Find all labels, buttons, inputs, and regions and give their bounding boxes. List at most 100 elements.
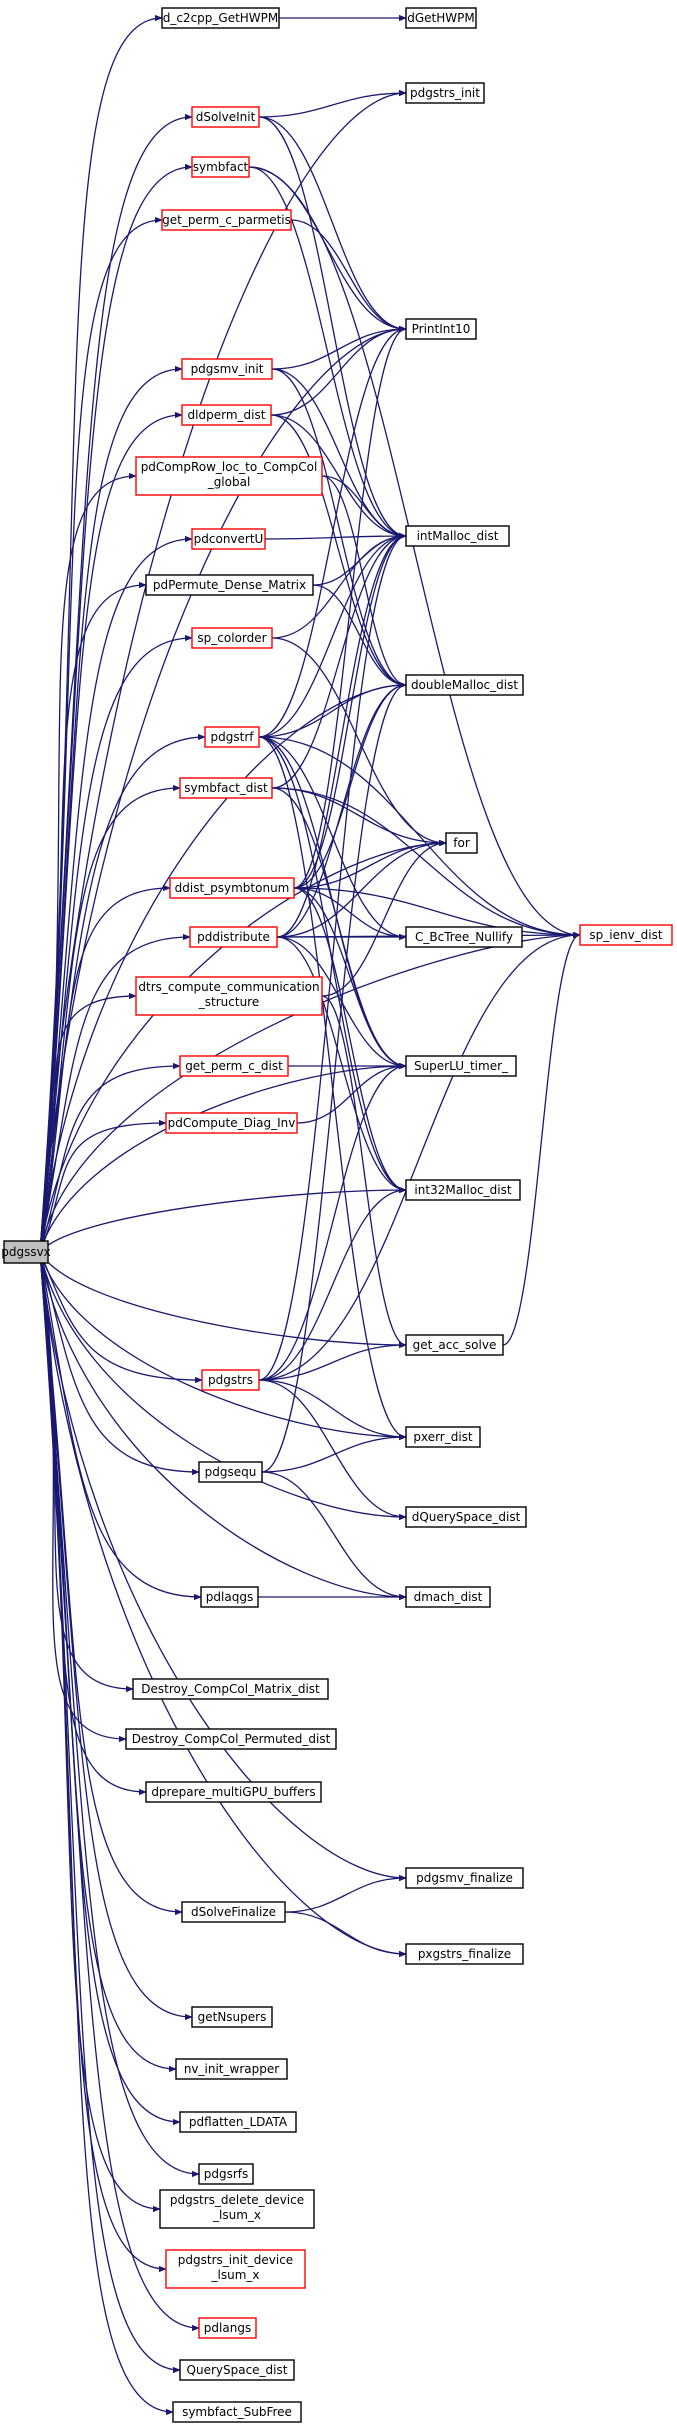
edge-pdgssvx-to-int32malloc-dist <box>39 1186 407 1253</box>
node-box <box>135 976 323 1016</box>
edge-line <box>39 1251 203 1384</box>
node-box <box>169 877 295 899</box>
node-label: pdgstrs_init_device <box>178 2253 293 2267</box>
node-superlu-timer-[interactable]: SuperLU_timer_ <box>405 1055 517 1077</box>
node-intmalloc-dist[interactable]: intMalloc_dist <box>405 525 510 547</box>
node-doublemalloc-dist[interactable]: doubleMalloc_dist <box>405 674 524 696</box>
node-pdgstrs-delete-device-lsum-x[interactable]: pdgstrs_delete_device_lsum_x <box>159 2189 315 2229</box>
node-destroy-compcol-matrix-dist[interactable]: Destroy_CompCol_Matrix_dist <box>132 1678 329 1700</box>
node-label: C_BcTree_Nullify <box>415 930 513 944</box>
node-label: pdgsmv_init <box>191 362 264 376</box>
node-getnsupers[interactable]: getNsupers <box>191 2006 273 2028</box>
node-label: get_acc_solve <box>413 1338 497 1352</box>
node-pdgstrf[interactable]: pdgstrf <box>204 726 260 748</box>
edge-line <box>296 1062 407 1124</box>
node-pdflatten-ldata[interactable]: pdflatten_LDATA <box>179 2111 297 2133</box>
edge-ddist-psymbtonum-to-for <box>293 839 447 889</box>
node-dsolvefinalize[interactable]: dSolveFinalize <box>181 1901 286 1923</box>
edge-symbfact-dist-to-intmalloc-dist <box>271 532 407 789</box>
node-dprepare-multigpu-buffers[interactable]: dprepare_multiGPU_buffers <box>145 1781 322 1803</box>
edge-line <box>39 933 191 1253</box>
edge-pdgssvx-to-queryspace-dist <box>39 1251 181 2374</box>
edge-line <box>270 325 407 416</box>
node-box <box>191 156 250 178</box>
node-box <box>405 82 485 104</box>
node-pdlangs[interactable]: pdlangs <box>198 2317 257 2339</box>
node-label: pdgstrs_init <box>410 86 480 100</box>
edge-line <box>39 365 183 1253</box>
edge-pddistribute-to-intmalloc-dist <box>276 532 407 938</box>
node-dtrs-compute-communication-structure[interactable]: dtrs_compute_communication_structure <box>135 976 323 1016</box>
node-symbfact[interactable]: symbfact <box>191 156 250 178</box>
node-dldperm-dist[interactable]: dldperm_dist <box>181 404 272 426</box>
node-pdgsmv-finalize[interactable]: pdgsmv_finalize <box>405 1867 524 1889</box>
node-int32malloc-dist[interactable]: int32Malloc_dist <box>405 1179 521 1201</box>
node-box <box>191 2006 273 2028</box>
edge-line <box>39 581 147 1253</box>
node-pdlaqgs[interactable]: pdlaqgs <box>200 1586 259 1608</box>
node-box <box>191 106 260 128</box>
node-pdconvertu[interactable]: pdconvertU <box>191 528 266 550</box>
edge-dtrs-compute-communication-structure-to-for <box>321 839 447 997</box>
node-label: dQuerySpace_dist <box>412 1510 521 1524</box>
node-box <box>145 574 314 596</box>
node-label: dldperm_dist <box>188 408 266 422</box>
node-symbfact-subfree[interactable]: symbfact_SubFree <box>172 2401 302 2423</box>
node-get-acc-solve[interactable]: get_acc_solve <box>405 1334 504 1356</box>
node-pdgsmv-init[interactable]: pdgsmv_init <box>181 358 273 380</box>
edge-line <box>39 839 447 1253</box>
edge-pdgssvx-to-d-c2cpp-gethwpm <box>39 14 163 1253</box>
node-sp-colorder[interactable]: sp_colorder <box>191 627 273 649</box>
edge-pdgssvx-to-pdcomprow-loc-to-compcol-global <box>39 472 137 1253</box>
node-pdgstrs-init[interactable]: pdgstrs_init <box>405 82 485 104</box>
edge-line <box>321 839 447 997</box>
node-dmach-dist[interactable]: dmach_dist <box>405 1586 491 1608</box>
edge-pdgssvx-to-pdpermute-dense-matrix <box>39 581 147 1253</box>
edge-line <box>312 584 407 689</box>
node-pddistribute[interactable]: pddistribute <box>189 926 278 948</box>
node-pdcomprow-loc-to-compcol-global[interactable]: pdCompRow_loc_to_CompCol_global <box>135 456 323 496</box>
node-dsolveinit[interactable]: dSolveInit <box>191 106 260 128</box>
edge-pdgssvx-to-dsolvefinalize <box>39 1251 183 1916</box>
node-box <box>159 2189 315 2229</box>
edge-pdcompute-diag-inv-to-superlu-timer- <box>296 1062 407 1124</box>
node-label: _structure <box>198 995 259 1009</box>
node-pxerr-dist[interactable]: pxerr_dist <box>405 1426 481 1448</box>
node-pdcompute-diag-inv[interactable]: pdCompute_Diag_Inv <box>165 1112 298 1134</box>
node-ddist-psymbtonum[interactable]: ddist_psymbtonum <box>169 877 295 899</box>
edge-line <box>258 325 407 738</box>
node-box <box>181 404 272 426</box>
node-dgethwpm[interactable]: dGetHWPM <box>405 7 477 29</box>
node-pdgstrs-init-device-lsum-x[interactable]: pdgstrs_init_device_lsum_x <box>165 2249 306 2289</box>
edge-line <box>276 839 447 938</box>
node-pdgstrs[interactable]: pdgstrs <box>201 1369 260 1391</box>
edge-line <box>258 532 407 1381</box>
edge-pdgssvx-to-pdgsrfs <box>39 1251 200 2178</box>
node-sp-ienv-dist[interactable]: sp_ienv_dist <box>579 924 673 946</box>
node-queryspace-dist[interactable]: QuerySpace_dist <box>179 2359 295 2381</box>
edge-line <box>321 475 407 689</box>
node-dqueryspace-dist[interactable]: dQuerySpace_dist <box>405 1506 527 1528</box>
node-pdgssvx[interactable]: pdgssvx <box>1 1240 51 1264</box>
node-symbfact-dist[interactable]: symbfact_dist <box>179 777 273 799</box>
node-box <box>445 832 478 854</box>
node-pdgsequ[interactable]: pdgsequ <box>198 1461 263 1483</box>
node-get-perm-c-dist[interactable]: get_perm_c_dist <box>179 1055 289 1077</box>
node-pxgstrs-finalize[interactable]: pxgstrs_finalize <box>405 1943 524 1965</box>
node-d-c2cpp-gethwpm[interactable]: d_c2cpp_GetHWPM <box>161 7 280 29</box>
node-nv-init-wrapper[interactable]: nv_init_wrapper <box>175 2058 288 2080</box>
node-printint10[interactable]: PrintInt10 <box>405 318 477 340</box>
node-destroy-compcol-permuted-dist[interactable]: Destroy_CompCol_Permuted_dist <box>125 1728 337 1750</box>
edge-line <box>258 1186 407 1381</box>
node-get-perm-c-parmetis[interactable]: get_perm_c_parmetis <box>161 209 292 231</box>
node-pdpermute-dense-matrix[interactable]: pdPermute_Dense_Matrix <box>145 574 314 596</box>
node-pdgsrfs[interactable]: pdgsrfs <box>198 2163 254 2185</box>
node-for[interactable]: for <box>445 832 478 854</box>
node-c-bctree-nullify[interactable]: C_BcTree_Nullify <box>405 926 523 948</box>
node-label: ddist_psymbtonum <box>175 881 290 895</box>
edge-pdgstrs-to-get-acc-solve <box>258 1341 407 1381</box>
edge-pdgsmv-init-to-intmalloc-dist <box>271 368 407 540</box>
node-box <box>405 1506 527 1528</box>
node-box <box>405 1055 517 1077</box>
